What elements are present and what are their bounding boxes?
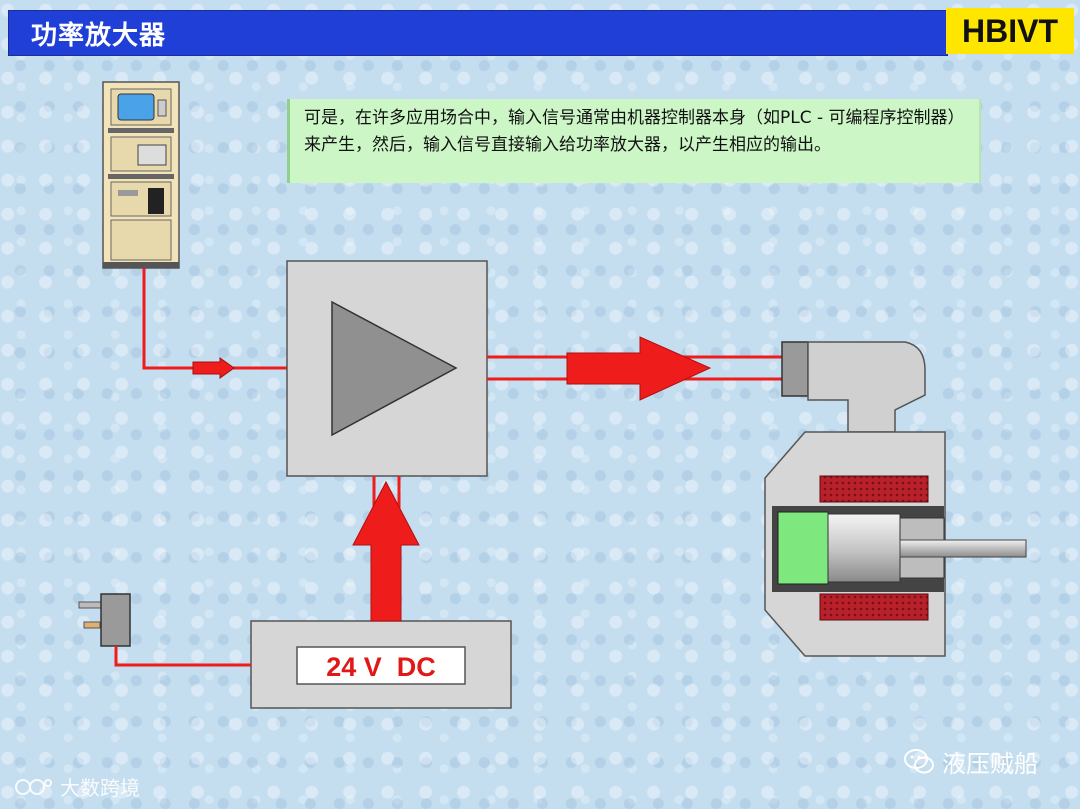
wechat-icon xyxy=(904,748,934,773)
watermark-left-text: 大数跨境 xyxy=(60,776,140,800)
amplifier-block xyxy=(286,260,488,477)
logo-badge: HBIVT xyxy=(946,8,1074,54)
title-bar: 功率放大器 xyxy=(8,10,948,56)
plc-controller-icon xyxy=(102,81,180,269)
watermark-right-text: 液压贼船 xyxy=(942,750,1038,778)
power-supply-block: 24 V DC xyxy=(250,620,512,709)
note-box: 可是，在许多应用场合中，输入信号通常由机器控制器本身（如PLC - 可编程序控制… xyxy=(287,99,981,183)
watermark-left: 大数跨境 xyxy=(14,772,140,801)
power-supply-label: 24 V DC xyxy=(326,652,436,682)
logo-text: HBIVT xyxy=(962,12,1058,49)
page-title: 功率放大器 xyxy=(31,20,167,51)
input-signal-wire xyxy=(142,268,287,370)
mains-wire xyxy=(114,646,251,667)
watermark-right: 液压贼船 xyxy=(904,744,1038,779)
note-text: 可是，在许多应用场合中，输入信号通常由机器控制器本身（如PLC - 可编程序控制… xyxy=(304,108,965,155)
output-power-arrow xyxy=(566,336,712,401)
mains-plug-icon xyxy=(78,593,131,647)
amplifier-triangle-icon xyxy=(331,300,458,437)
input-signal-arrow xyxy=(192,357,235,379)
watermark-logo-icon xyxy=(15,778,52,795)
solenoid-valve-icon xyxy=(764,341,1027,657)
power-feed-arrow xyxy=(352,480,420,622)
